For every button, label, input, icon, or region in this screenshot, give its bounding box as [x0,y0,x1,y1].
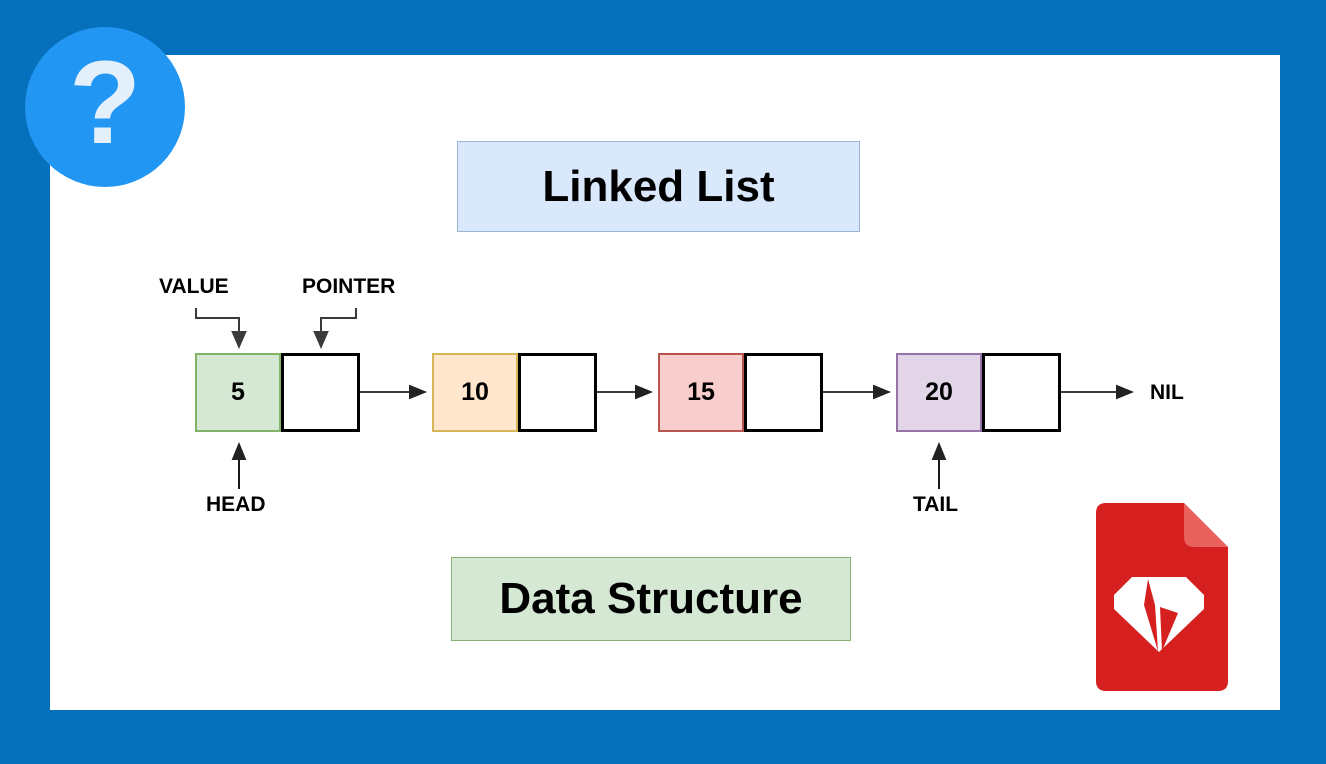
node-value-cell: 20 [896,353,982,432]
list-node: 15 [658,353,823,432]
list-node: 20 [896,353,1061,432]
node-pointer-cell [744,353,823,432]
question-mark-glyph: ? [68,37,142,169]
tail-label: TAIL [913,493,959,516]
ruby-gem-glyph [1114,577,1204,652]
node-pointer-cell [518,353,597,432]
node-value-cell: 5 [195,353,281,432]
head-label: HEAD [206,493,266,516]
node-value-text: 5 [231,378,245,406]
node-value-text: 10 [461,378,489,406]
nil-label: NIL [1150,381,1184,404]
node-pointer-cell [281,353,360,432]
ruby-file-fold [1184,503,1228,547]
page-title: Linked List [457,141,860,232]
node-value-text: 15 [687,378,715,406]
value-label: VALUE [159,275,229,298]
list-node: 10 [432,353,597,432]
node-value-text: 20 [925,378,953,406]
page-title-text: Linked List [542,161,775,211]
pointer-label: POINTER [302,275,396,298]
node-pointer-cell [982,353,1061,432]
node-value-cell: 10 [432,353,518,432]
page-subtitle-text: Data Structure [499,574,803,623]
question-mark-icon: ? [25,27,185,187]
ruby-file-icon [1096,503,1228,691]
list-node: 5 [195,353,360,432]
page-subtitle: Data Structure [451,557,851,641]
node-value-cell: 15 [658,353,744,432]
